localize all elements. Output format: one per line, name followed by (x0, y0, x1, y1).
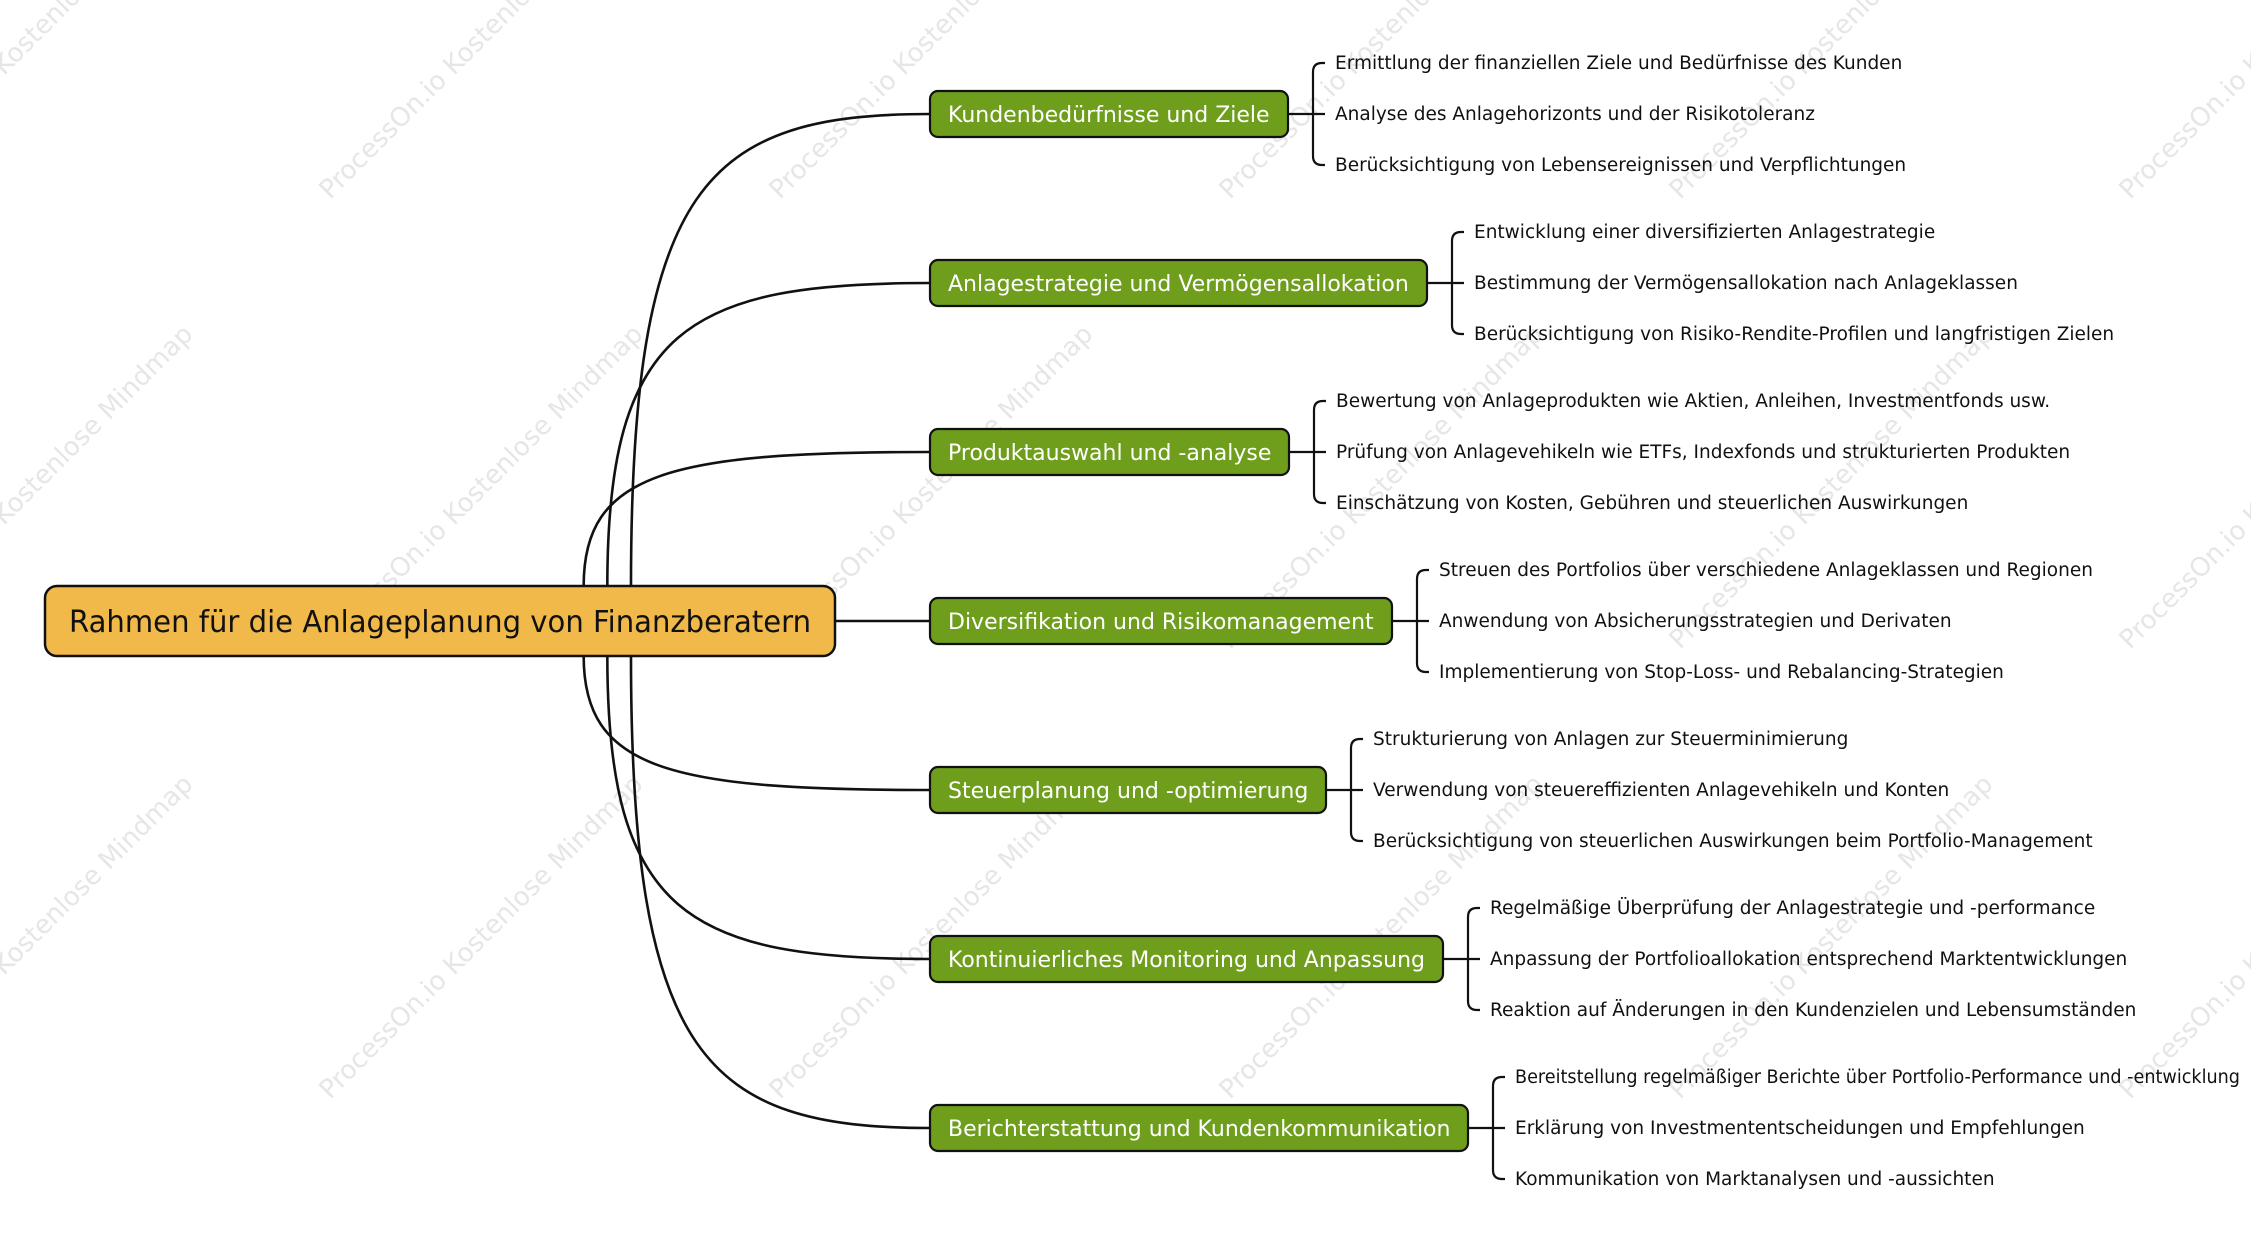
leaf-item[interactable]: Regelmäßige Überprüfung der Anlagestrate… (1490, 897, 2095, 919)
leaf-item[interactable]: Bereitstellung regelmäßiger Berichte übe… (1515, 1067, 2240, 1088)
watermark-text: ProcessOn.io Kostenlose Mindmap (2114, 0, 2251, 205)
branch-bracket-3 (1289, 399, 1326, 505)
branch-node-3[interactable]: Produktauswahl und -analyse (928, 427, 1291, 477)
branch-children-6: Regelmäßige Überprüfung der Anlagestrate… (1490, 897, 2136, 1021)
branch-node-label: Diversifikation und Risikomanagement (948, 610, 1374, 635)
branch-node-box (928, 427, 1291, 477)
leaf-item[interactable]: Berücksichtigung von Risiko-Rendite-Prof… (1474, 324, 2114, 345)
leaf-item[interactable]: Verwendung von steuereffizienten Anlagev… (1373, 780, 1949, 801)
connector-root-branch-2 (606, 281, 931, 587)
branch-node-box (928, 765, 1328, 815)
branch-node-box (928, 89, 1290, 139)
leaf-item[interactable]: Entwicklung einer diversifizierten Anlag… (1474, 222, 1935, 243)
branch-node-box (928, 596, 1394, 646)
branch-node-label: Steuerplanung und -optimierung (948, 779, 1308, 804)
branch-bracket-6 (1443, 906, 1480, 1012)
leaf-item[interactable]: Streuen des Portfolios über verschiedene… (1439, 560, 2093, 581)
connector-layer (582, 61, 1505, 1181)
branch-bracket-4 (1392, 568, 1429, 674)
leaf-item[interactable]: Kommunikation von Marktanalysen und -aus… (1515, 1169, 1995, 1190)
connector-root-branch-6 (606, 655, 931, 961)
leaf-item[interactable]: Prüfung von Anlagevehikeln wie ETFs, Ind… (1336, 442, 2070, 463)
branch-node-label: Produktauswahl und -analyse (948, 441, 1271, 466)
connector-root-branch-7 (629, 655, 931, 1130)
watermark-text: ProcessOn.io Kostenlose Mindmap (1664, 769, 1999, 1104)
connector-root-branch-1 (629, 112, 931, 587)
branch-node-label: Kontinuierliches Monitoring und Anpassun… (948, 948, 1425, 973)
branch-node-2[interactable]: Anlagestrategie und Vermögensallokation (928, 258, 1429, 308)
watermark-text: ProcessOn.io Kostenlose Mindmap (0, 769, 199, 1104)
root-node-label: Rahmen für die Anlageplanung von Finanzb… (69, 605, 811, 640)
leaf-item[interactable]: Berücksichtigung von Lebensereignissen u… (1335, 155, 1906, 176)
leaf-item[interactable]: Erklärung von Investmententscheidungen u… (1515, 1118, 2085, 1139)
connector-root-branch-5 (582, 655, 931, 792)
leaf-item[interactable]: Bewertung von Anlageprodukten wie Aktien… (1336, 391, 2050, 412)
watermark-text: ProcessOn.io Kostenlose Mindmap (2114, 769, 2251, 1104)
leaf-item[interactable]: Implementierung von Stop-Loss- und Rebal… (1439, 662, 2004, 683)
branch-node-7[interactable]: Berichterstattung und Kundenkommunikatio… (928, 1103, 1470, 1153)
branch-children-2: Entwicklung einer diversifizierten Anlag… (1474, 222, 2114, 345)
branch-bracket-5 (1326, 737, 1363, 843)
branch-node-label: Anlagestrategie und Vermögensallokation (948, 272, 1409, 297)
leaf-item[interactable]: Berücksichtigung von steuerlichen Auswir… (1373, 831, 2093, 852)
branch-bracket-1 (1288, 61, 1325, 167)
branch-children-4: Streuen des Portfolios über verschiedene… (1439, 560, 2093, 683)
branch-children-1: Ermittlung der finanziellen Ziele und Be… (1335, 53, 1906, 176)
node-layer: Rahmen für die Anlageplanung von Finanzb… (43, 53, 2240, 1190)
branch-node-box (928, 1103, 1470, 1153)
leaf-item[interactable]: Anpassung der Portfolioallokation entspr… (1490, 949, 2127, 970)
branch-node-label: Kundenbedürfnisse und Ziele (948, 103, 1270, 128)
leaf-item[interactable]: Strukturierung von Anlagen zur Steuermin… (1373, 729, 1848, 750)
leaf-item[interactable]: Ermittlung der finanziellen Ziele und Be… (1335, 53, 1902, 74)
watermark-text: ProcessOn.io Kostenlose Mindmap (314, 0, 649, 205)
branch-node-1[interactable]: Kundenbedürfnisse und Ziele (928, 89, 1290, 139)
branch-children-3: Bewertung von Anlageprodukten wie Aktien… (1336, 391, 2070, 514)
leaf-item[interactable]: Reaktion auf Änderungen in den Kundenzie… (1490, 1000, 2136, 1021)
branch-bracket-2 (1427, 230, 1464, 336)
branch-node-5[interactable]: Steuerplanung und -optimierung (928, 765, 1328, 815)
leaf-item[interactable]: Einschätzung von Kosten, Gebühren und st… (1336, 493, 1968, 514)
watermark-text: ProcessOn.io Kostenlose Mindmap (0, 0, 199, 205)
branch-node-4[interactable]: Diversifikation und Risikomanagement (928, 596, 1394, 646)
branch-node-box (928, 934, 1445, 984)
branch-children-5: Strukturierung von Anlagen zur Steuermin… (1373, 729, 2093, 852)
root-node[interactable]: Rahmen für die Anlageplanung von Finanzb… (43, 584, 837, 658)
branch-bracket-7 (1468, 1075, 1505, 1181)
connector-root-branch-3 (582, 450, 931, 587)
watermark-text: ProcessOn.io Kostenlose Mindmap (314, 769, 649, 1104)
leaf-item[interactable]: Anwendung von Absicherungsstrategien und… (1439, 611, 1952, 632)
root-node-box (43, 584, 837, 658)
branch-node-box (928, 258, 1429, 308)
branch-node-6[interactable]: Kontinuierliches Monitoring und Anpassun… (928, 934, 1445, 984)
watermark-text: ProcessOn.io Kostenlose Mindmap (2114, 319, 2251, 654)
branch-children-7: Bereitstellung regelmäßiger Berichte übe… (1515, 1067, 2240, 1190)
leaf-item[interactable]: Analyse des Anlagehorizonts und der Risi… (1335, 104, 1815, 125)
watermark-text: ProcessOn.io Kostenlose Mindmap (1664, 319, 1999, 654)
leaf-item[interactable]: Bestimmung der Vermögensallokation nach … (1474, 273, 2018, 294)
branch-node-label: Berichterstattung und Kundenkommunikatio… (948, 1117, 1450, 1142)
